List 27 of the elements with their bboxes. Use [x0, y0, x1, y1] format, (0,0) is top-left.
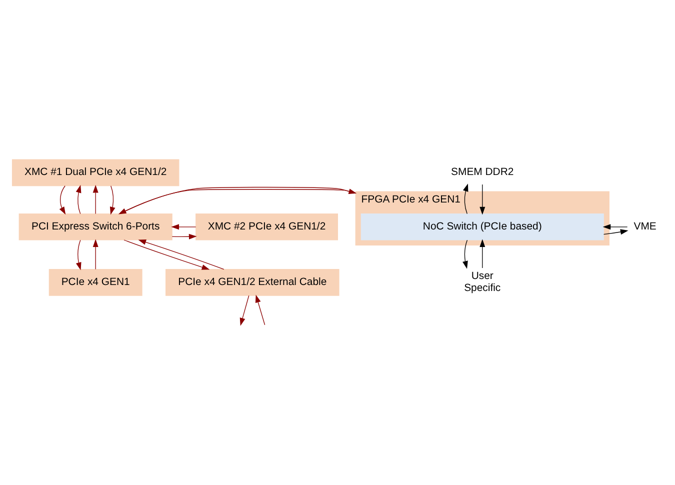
arrow	[240, 295, 250, 326]
arrow	[172, 234, 197, 240]
node-text: VME	[634, 221, 656, 232]
arrow	[462, 240, 468, 269]
arrow	[138, 240, 224, 270]
arrow	[110, 186, 116, 215]
arrow	[171, 224, 196, 230]
node-box: XMC #2 PCIe x4 GEN1/2	[196, 214, 338, 240]
arrow	[59, 186, 66, 215]
node-box: NoC Switch (PCIe based)	[360, 214, 604, 240]
node-text: SMEM DDR2	[451, 167, 514, 178]
node-box: PCIe x4 GEN1/2 External Cable	[166, 269, 340, 296]
node-box: XMC #1 Dual PCIe x4 GEN1/2	[12, 159, 180, 186]
arrow	[602, 224, 628, 230]
arrow	[480, 184, 486, 215]
arrow	[603, 229, 628, 235]
arrow	[462, 184, 468, 214]
node-box: PCIe x4 GEN1	[48, 269, 142, 296]
arrow	[92, 184, 98, 214]
arrow	[480, 239, 486, 268]
arrow	[76, 240, 82, 270]
node-box: PCI Express Switch 6-Ports	[18, 214, 172, 240]
arrow	[124, 240, 210, 270]
arrow	[255, 294, 266, 326]
arrow	[76, 184, 82, 214]
arrow	[92, 239, 98, 270]
node-text: User Specific	[464, 271, 501, 294]
